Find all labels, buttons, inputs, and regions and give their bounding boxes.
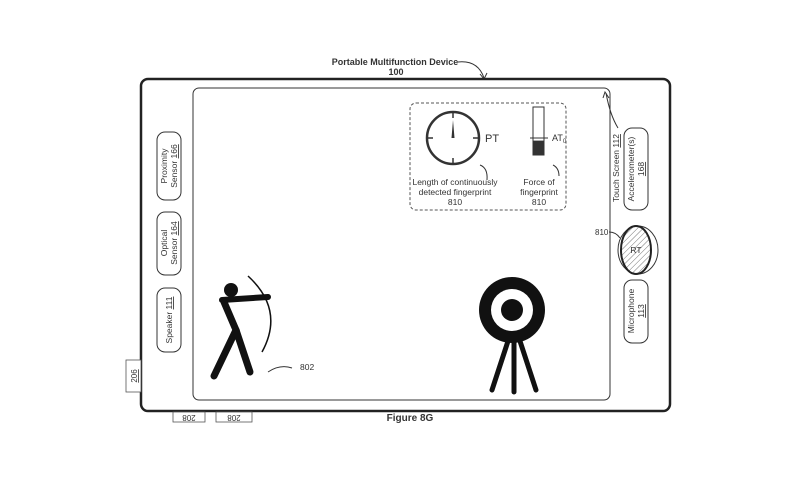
- side-button[interactable]: [125, 359, 142, 393]
- timer-icon: [425, 110, 481, 166]
- archer-ref: 802: [300, 362, 314, 372]
- force-fill: [533, 140, 544, 155]
- accelerometer-label: Accelerometer(s): [626, 136, 636, 201]
- figure-label: Figure 8G: [387, 413, 434, 424]
- device-title: Portable Multifunction Device: [332, 57, 459, 67]
- proximity-sensor: Proximity Sensor 166: [156, 131, 182, 201]
- optical-line2: Sensor 164: [169, 221, 179, 265]
- archer-leader: [267, 366, 293, 373]
- accelerometer-ref: 168: [636, 162, 646, 176]
- screen-arrow: [602, 90, 610, 99]
- force-caption-1: Force of: [523, 177, 555, 187]
- rt-ref: 810: [595, 228, 609, 237]
- device-ref: 100: [388, 67, 403, 77]
- force-threshold-label: AT0: [552, 133, 567, 145]
- screen-leader: [605, 92, 619, 129]
- rt-leader: [608, 231, 621, 239]
- target-icon: [479, 277, 545, 395]
- optical-sensor: Optical Sensor 164: [156, 211, 182, 276]
- proximity-label: Proximity: [159, 148, 169, 184]
- force-leader: [552, 164, 560, 177]
- force-caption-2: fingerprint: [520, 187, 558, 197]
- speaker-label: Speaker 111: [164, 296, 174, 343]
- timer-label: PT: [485, 133, 499, 145]
- accelerometer: Accelerometer(s) 168: [623, 127, 649, 211]
- proximity-line2: Sensor 166: [169, 144, 179, 188]
- force-meter: [530, 106, 548, 156]
- archer-figure: [210, 275, 272, 380]
- timer-caption-3: 810: [448, 197, 462, 207]
- speaker: Speaker 111: [156, 287, 182, 353]
- bottom-button-2-label: 208: [227, 413, 241, 422]
- rt-contact[interactable]: RT: [617, 225, 659, 275]
- microphone: Microphone 113: [623, 279, 649, 344]
- touch-screen-label: Touch Screen 112: [611, 134, 621, 202]
- timer-leader: [479, 164, 488, 181]
- optical-label: Optical: [159, 230, 169, 257]
- microphone-ref: 113: [636, 304, 646, 318]
- force-caption-3: 810: [532, 197, 546, 207]
- side-button-label: 206: [130, 369, 139, 383]
- touch-screen[interactable]: [192, 87, 611, 401]
- device-leader-arrow: [457, 61, 485, 79]
- timer-caption-1: Length of continuously: [412, 177, 498, 187]
- bottom-button-2[interactable]: [215, 411, 253, 423]
- bottom-button-1[interactable]: [172, 411, 206, 423]
- rt-label: RT: [630, 245, 641, 255]
- timer-caption-2: detected fingerprint: [419, 187, 492, 197]
- microphone-label: Microphone: [626, 289, 636, 334]
- indicator-panel: [409, 102, 567, 211]
- bottom-button-1-label: 208: [182, 413, 196, 422]
